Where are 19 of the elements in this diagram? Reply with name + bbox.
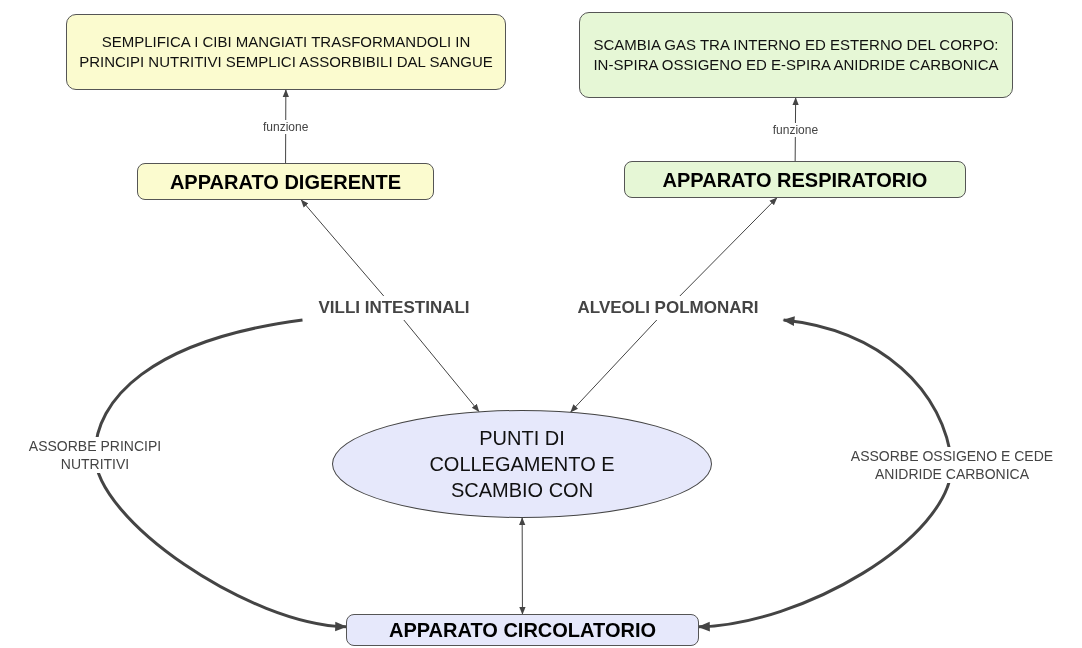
concept-label: VILLI INTESTINALI <box>318 297 470 320</box>
node-text: APPARATO DIGERENTE <box>169 169 402 195</box>
concept-label: ALVEOLI POLMONARI <box>577 297 759 320</box>
node-text: APPARATO RESPIRATORIO <box>662 167 928 193</box>
arrow <box>300 199 385 297</box>
arrow <box>93 318 348 631</box>
node-text: PUNTI DI COLLEGAMENTO E SCAMBIO CON <box>428 426 616 503</box>
function-box <box>579 12 1013 98</box>
node-text: SCAMBIA GAS TRA INTERNO ED ESTERNO DEL CORPO: IN-SPIRA OSSIGENO ED E-SPIRA ANIDRIDE CARBONICA <box>592 35 1000 75</box>
concept-box <box>137 163 434 200</box>
edge-label: funzione <box>261 119 311 134</box>
arrow <box>519 517 526 615</box>
node-text: SEMPLIFICA I CIBI MANGIATI TRASFORMANDOLI IN PRINCIPI NUTRITIVI SEMPLICI ASSORBIBILI DAL SANGUE <box>78 32 494 72</box>
node-text: APPARATO CIRCOLATORIO <box>388 618 656 643</box>
arrow <box>679 197 778 297</box>
concept-box <box>624 161 966 198</box>
edge-label: funzione <box>770 122 821 137</box>
function-box <box>66 14 506 90</box>
concept-box <box>346 614 699 646</box>
